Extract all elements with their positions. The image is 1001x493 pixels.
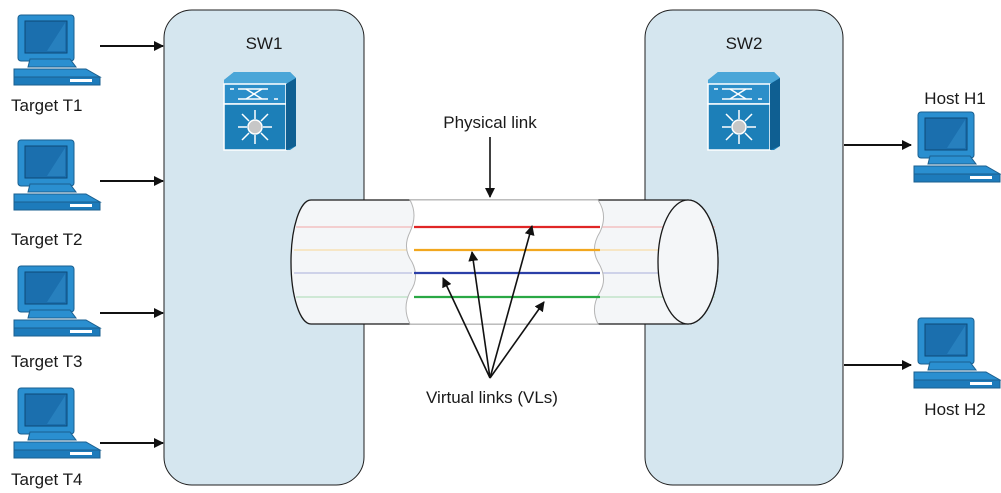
sw2-label: SW2 (725, 34, 763, 53)
target-label-t2: Target T2 (11, 230, 83, 249)
switch-icon (223, 71, 297, 151)
host-label-h1: Host H1 (924, 89, 986, 108)
target-label-t3: Target T3 (11, 352, 83, 371)
computer-icon (13, 387, 101, 459)
physical-link-label: Physical link (443, 113, 537, 132)
virtual-links-arrows (442, 225, 545, 379)
computer-icon (913, 317, 1001, 389)
computer-icon (13, 139, 101, 211)
target-label-t4: Target T4 (11, 470, 83, 489)
target-label-t1: Target T1 (11, 96, 83, 115)
computer-icon (913, 111, 1001, 183)
switch-icon (707, 71, 781, 151)
physical-link-cylinder (290, 199, 719, 325)
host-label-h2: Host H2 (924, 400, 986, 419)
sw1-label: SW1 (245, 34, 283, 53)
computer-icon (13, 14, 101, 86)
computer-icon (13, 265, 101, 337)
virtual-links-label: Virtual links (VLs) (426, 388, 558, 407)
